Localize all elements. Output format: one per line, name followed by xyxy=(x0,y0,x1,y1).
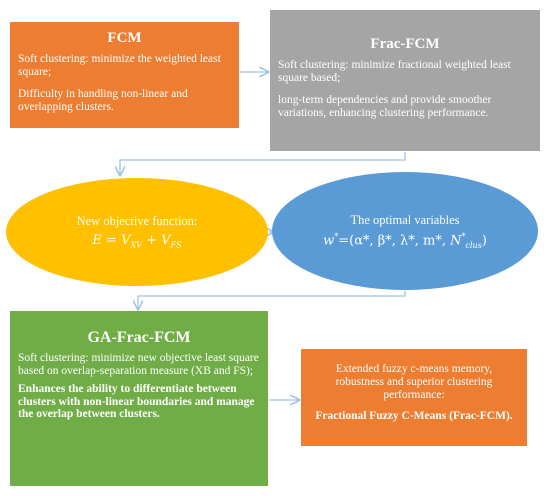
formula-equals: = xyxy=(106,233,117,249)
result-box: Extended fuzzy c-means memory, robustnes… xyxy=(301,349,527,446)
objective-formula: E = VXV + VFS xyxy=(92,233,181,250)
frac-fcm-title: Frac-FCM xyxy=(370,36,440,52)
objective-ellipse: New objective function: E = VXV + VFS xyxy=(6,178,268,286)
ga-line-2-post: and manage the overlap between clusters. xyxy=(18,395,255,421)
formula-open: =( xyxy=(338,232,355,248)
formula-close: ) xyxy=(481,232,487,248)
fcm-title: FCM xyxy=(107,30,142,46)
fcm-line-2: Difficulty in handling non-linear and ov… xyxy=(18,88,188,113)
formula-w: w xyxy=(323,232,335,248)
result-text: Extended fuzzy c-means memory, robustnes… xyxy=(335,363,493,401)
arrow-optimal-to-ga xyxy=(138,291,406,309)
formula-vars: α*, β*, λ*, m*, xyxy=(354,232,451,248)
formula-e: E xyxy=(92,233,102,249)
arrow-frac-to-objective xyxy=(120,152,406,175)
formula-w-star: * xyxy=(334,231,339,241)
frac-fcm-line-2: long-term dependencies and provide smoot… xyxy=(278,94,492,119)
formula-n: N xyxy=(450,232,462,248)
optimal-formula: w*=(α*, β*, λ*, m*, N*clus) xyxy=(323,232,487,250)
formula-v-fs: V xyxy=(161,233,171,249)
formula-n-star: * xyxy=(461,231,466,241)
ga-line-2-bold: differentiate between clusters with non-… xyxy=(18,383,237,408)
fcm-box: FCM Soft clustering: minimize the weight… xyxy=(10,22,239,128)
formula-sub-fs: FS xyxy=(170,240,182,250)
objective-label: New objective function: xyxy=(76,214,198,229)
frac-fcm-box: Frac-FCM Soft clustering: minimize fract… xyxy=(270,10,540,151)
ga-frac-fcm-title: GA-Frac-FCM xyxy=(87,329,191,346)
formula-plus: + xyxy=(146,233,158,249)
fcm-line-1: Soft clustering: minimize the weighted l… xyxy=(18,53,221,78)
optimal-label: The optimal variables xyxy=(350,212,460,227)
formula-v-xv: V xyxy=(121,233,131,249)
result-final: Fractional Fuzzy C-Means (Frac-FCM). xyxy=(315,410,513,422)
frac-fcm-line-1: Soft clustering: minimize fractional wei… xyxy=(278,59,511,84)
ga-frac-fcm-box: GA-Frac-FCM Soft clustering: minimize ne… xyxy=(10,311,268,486)
optimal-ellipse: The optimal variables w*=(α*, β*, λ*, m*… xyxy=(272,172,538,290)
formula-sub-xv: XV xyxy=(130,240,142,250)
ga-frac-fcm-line-1: Soft clustering: minimize new objective … xyxy=(18,352,259,377)
ga-line-2-pre: Enhances the ability to xyxy=(18,383,134,395)
formula-n-clus: clus xyxy=(465,240,482,250)
ga-frac-fcm-line-2: Enhances the ability to differentiate be… xyxy=(18,383,260,421)
